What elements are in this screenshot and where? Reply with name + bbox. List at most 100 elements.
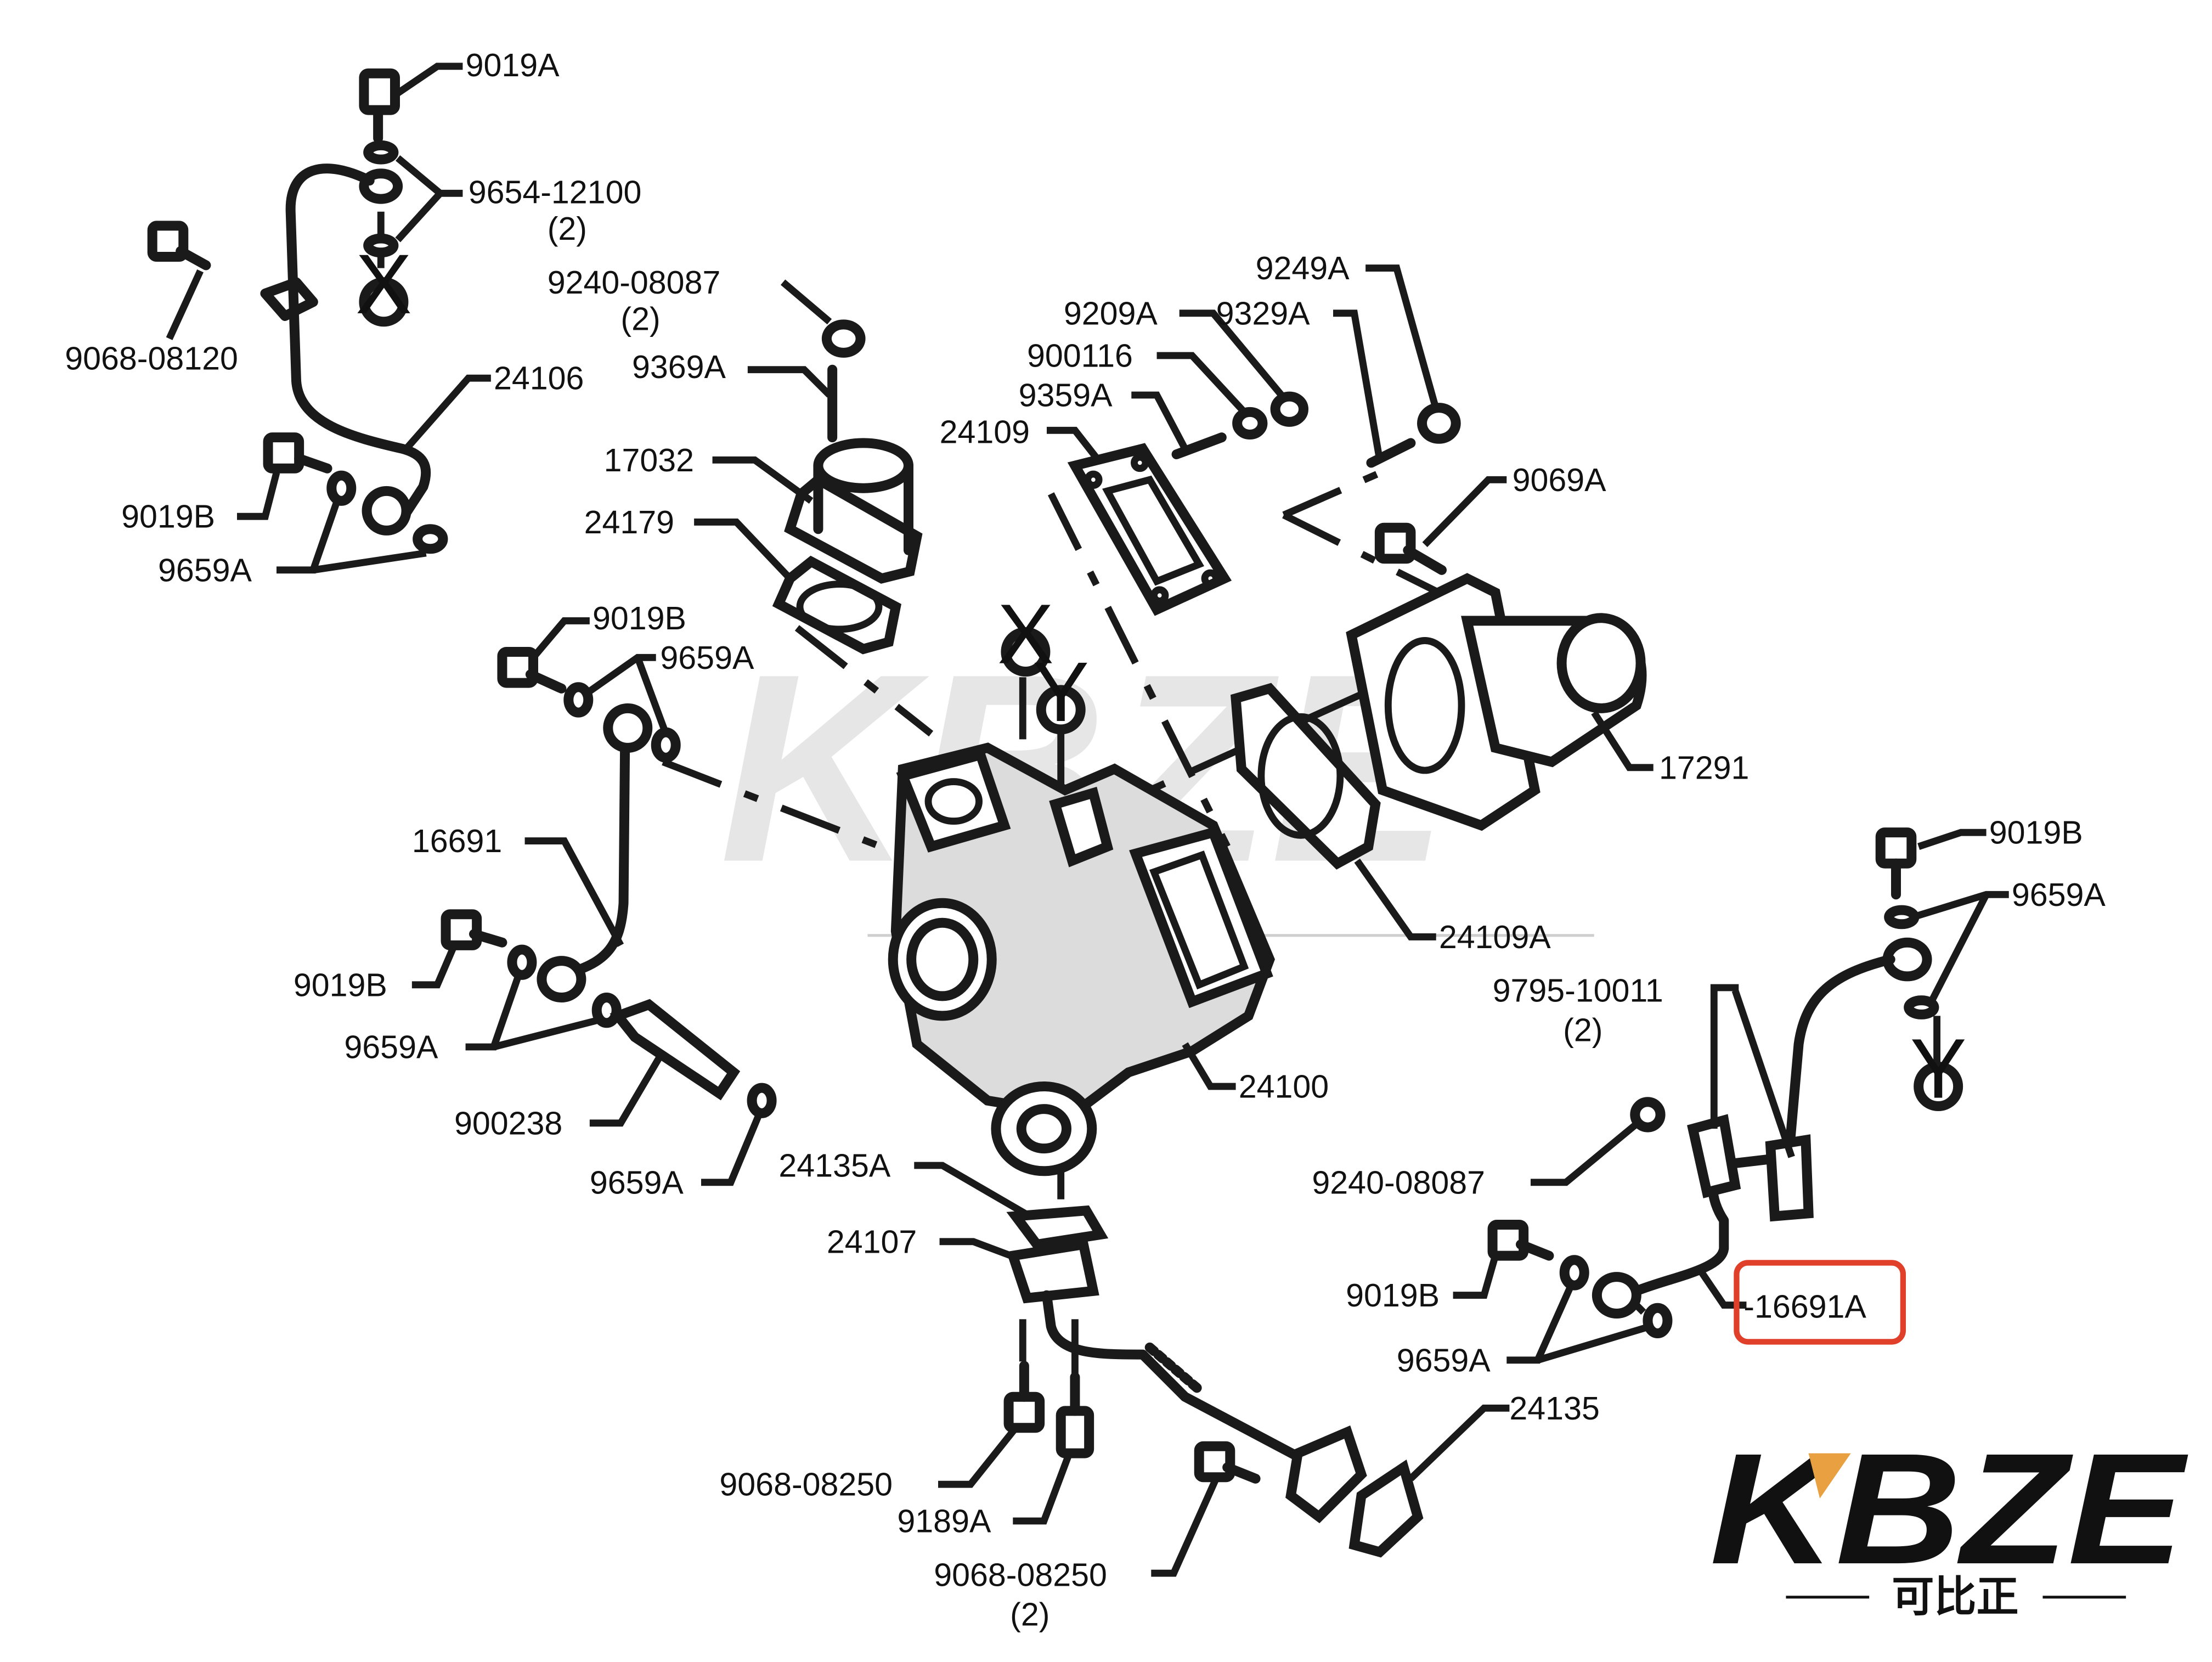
label-17291: 17291 [1659, 749, 1749, 786]
gasket-24179 [772, 555, 901, 655]
label-9659A-d: 9659A [590, 1164, 684, 1201]
leader [1013, 1452, 1073, 1525]
label-9659A-a: 9659A [158, 551, 252, 588]
bolt-head [1487, 1220, 1529, 1261]
nut-9329A [1270, 391, 1309, 427]
leader [1333, 309, 1384, 461]
washer [1904, 995, 1939, 1019]
label-9019A-top: 9019A [466, 47, 560, 83]
turbocharger-24100: X Y [888, 587, 1275, 1176]
leader [411, 944, 458, 989]
highlighted-part: -16691A [1734, 1260, 1906, 1345]
leader [1697, 1267, 1747, 1309]
label-16691A: -16691A [1743, 1288, 1866, 1325]
label-9019B-a: 9019B [121, 498, 215, 535]
bolt-shank [1403, 545, 1447, 575]
highlight-box [1734, 1260, 1906, 1345]
label-9659A-c: 9659A [344, 1029, 438, 1066]
label-9019B-b: 9019B [592, 600, 686, 636]
label-24107: 24107 [827, 1223, 917, 1260]
washer [413, 524, 448, 554]
dash-line [1282, 511, 1441, 596]
label-24179: 24179 [584, 504, 674, 540]
label-9654-12100: 9654-12100 [469, 173, 642, 210]
leader-lines [166, 63, 2009, 1577]
pipe-run [285, 164, 431, 525]
oil-drain-port [1016, 1104, 1071, 1154]
washer [507, 944, 537, 980]
callout-x-turbo [1001, 627, 1051, 677]
leader [914, 1162, 1032, 1220]
label-24135A: 24135A [778, 1147, 890, 1184]
banjo-fitting [603, 703, 653, 753]
stud-9189A [1056, 1406, 1094, 1458]
bolt-shank [294, 453, 332, 474]
leader [276, 495, 427, 574]
label-9019B-e: 9019B [1989, 814, 2083, 851]
nut-9249A [1417, 403, 1461, 444]
leader [524, 837, 624, 947]
callout-y-right [1914, 1062, 1963, 1112]
washer [747, 1083, 777, 1118]
dash-line [662, 758, 918, 864]
label-9795-qty: (2) [1563, 1012, 1602, 1049]
label-9659A-e: 9659A [1397, 1342, 1491, 1378]
part-labels: 9019A 9654-12100 (2) 9068-08120 9240-080… [65, 47, 2106, 1632]
leader [583, 653, 669, 735]
banjo-fitting [1592, 1272, 1641, 1319]
label-9329A: 9329A [1216, 295, 1311, 331]
label-9019B-c: 9019B [294, 966, 387, 1003]
elbow-port [1384, 637, 1465, 774]
label-9249A: 9249A [1256, 250, 1350, 286]
leader [589, 1049, 667, 1127]
leader [1710, 984, 1795, 1158]
label-9189A: 9189A [897, 1503, 991, 1540]
elbow-walls [813, 460, 914, 555]
bolt-hole [1201, 569, 1220, 588]
leader [1531, 1119, 1642, 1186]
gasket-24135 [1348, 1459, 1424, 1558]
pipe-bracket [260, 277, 318, 321]
leader [396, 63, 463, 97]
bolt-hole [1131, 453, 1149, 472]
leader [712, 456, 814, 504]
washer-900116 [1232, 407, 1268, 440]
leader [694, 519, 793, 581]
leader [1179, 309, 1286, 401]
turbine-flange [1129, 826, 1273, 1009]
elbow-17032 [772, 319, 923, 655]
leader [938, 1426, 1019, 1488]
bolt-shank [525, 669, 567, 694]
drain-pipe-bellows [1144, 1342, 1204, 1395]
callout-x-turbo-text: X [997, 587, 1054, 681]
dash-line [1282, 462, 1398, 519]
drain-outlet-flange [1285, 1425, 1367, 1524]
washer [651, 727, 681, 763]
label-17032: 17032 [604, 442, 694, 478]
leader [1047, 426, 1103, 465]
leader [1408, 1404, 1510, 1481]
logo-text: KBZE [1710, 1421, 2190, 1597]
label-9359A: 9359A [1019, 377, 1113, 414]
leader [1453, 1254, 1499, 1299]
washer [1643, 1303, 1673, 1339]
elbow-outlet [1556, 613, 1646, 713]
coolant-pipe-16691 [441, 647, 777, 1118]
elbow-17291 [1231, 522, 1647, 870]
label-9068-08250-b: 9068-08250 [934, 1556, 1107, 1593]
bolt-shank [1222, 1462, 1261, 1484]
nut [821, 319, 866, 358]
label-9240-08087-right: 9240-08087 [1312, 1164, 1485, 1201]
leader [780, 279, 832, 325]
logo-accent [1808, 1453, 1851, 1498]
kbze-logo: KBZE 可比正 [1710, 1421, 2190, 1620]
compressor-inlet-inner [906, 917, 979, 1001]
bracket-9795 [1687, 1114, 1741, 1198]
elbow-opening [813, 438, 913, 493]
leader [465, 972, 605, 1051]
bolt-head [147, 221, 189, 262]
label-24106: 24106 [494, 360, 584, 397]
leader [1506, 1280, 1652, 1364]
